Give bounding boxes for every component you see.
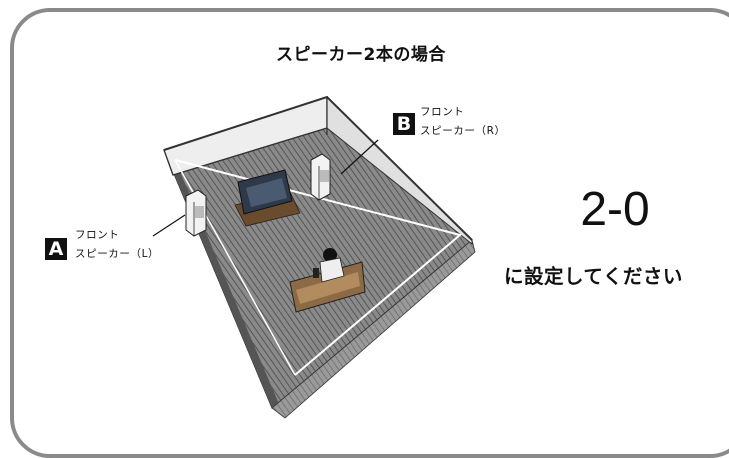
speaker-a-badge: A (45, 238, 67, 260)
speaker-b-label: フロント スピーカー（R） (420, 103, 506, 141)
speaker-a-label: フロント スピーカー（L） (75, 226, 159, 264)
speaker-right (310, 153, 331, 201)
setting-instruction: に設定してください (504, 265, 683, 288)
tv-set (234, 169, 301, 227)
diagram-title: スピーカー2本の場合 (276, 45, 446, 65)
speaker-left (185, 189, 207, 237)
speaker-a-line2: スピーカー（L） (75, 248, 160, 260)
pointer-line-a (152, 214, 186, 237)
room-illustration (152, 95, 476, 419)
floor-edge-right (271, 239, 476, 419)
speaker-a-line1: フロント (75, 229, 120, 241)
pointer-line-b (340, 139, 379, 175)
sofa-listener (289, 248, 366, 313)
setting-value: 2-0 (580, 183, 650, 236)
speaker-b-line2: スピーカー（R） (420, 125, 506, 137)
speaker-b-badge: B (393, 113, 415, 135)
speaker-b-line1: フロント (420, 106, 465, 118)
